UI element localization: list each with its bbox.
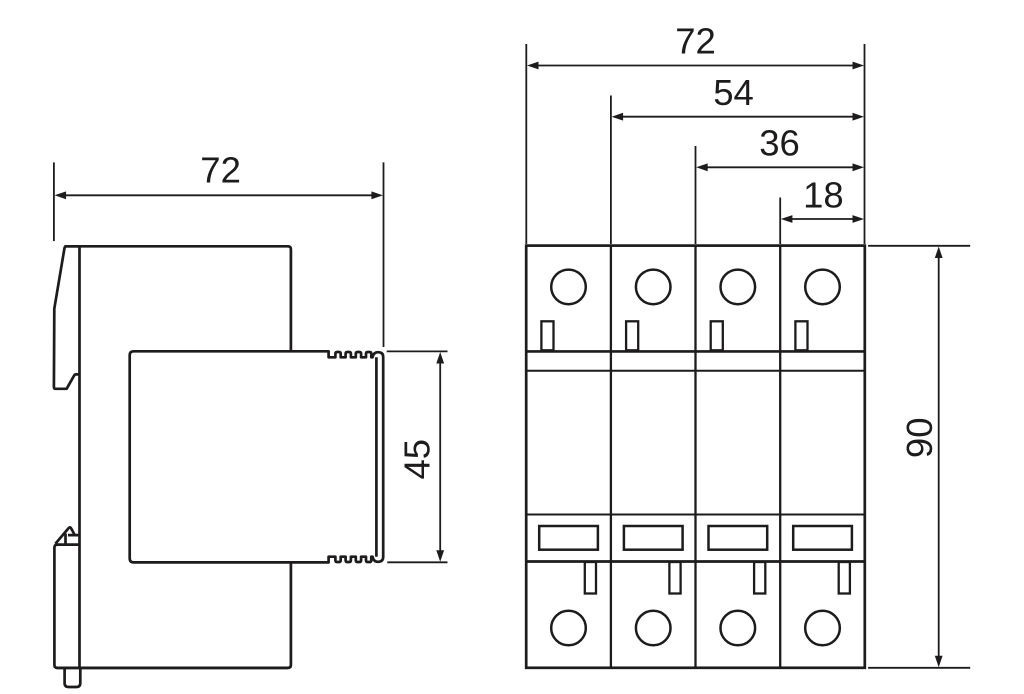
svg-text:72: 72 bbox=[675, 21, 716, 62]
svg-text:90: 90 bbox=[899, 417, 940, 458]
svg-text:54: 54 bbox=[713, 72, 754, 113]
svg-text:72: 72 bbox=[200, 150, 241, 191]
svg-text:36: 36 bbox=[759, 123, 800, 164]
svg-text:18: 18 bbox=[803, 174, 844, 215]
svg-text:45: 45 bbox=[397, 439, 438, 480]
